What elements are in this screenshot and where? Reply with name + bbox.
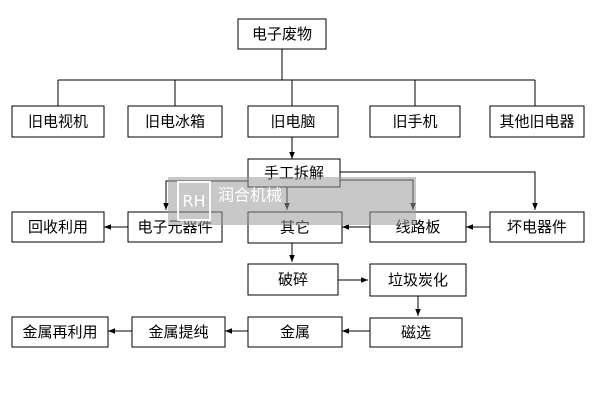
node-metal-purify: 金属提纯 [131, 316, 226, 348]
svg-text:磁选: 磁选 [401, 324, 431, 342]
node-bad-parts: 坏电器件 [489, 211, 585, 243]
node-other-appliances: 其他旧电器 [489, 105, 585, 138]
svg-text:旧手机: 旧手机 [392, 113, 437, 131]
svg-text:回收利用: 回收利用 [28, 218, 88, 236]
node-old-phone: 旧手机 [369, 105, 461, 138]
node-e-waste: 电子废物 [237, 18, 327, 50]
node-crush: 破碎 [247, 263, 339, 296]
node-metal: 金属 [247, 316, 343, 348]
svg-text:垃圾炭化: 垃圾炭化 [388, 271, 448, 289]
node-old-pc: 旧电脑 [247, 105, 339, 138]
svg-text:其他旧电器: 其他旧电器 [499, 113, 574, 131]
svg-text:RH: RH [182, 192, 205, 211]
svg-text:金属: 金属 [280, 323, 310, 341]
svg-text:润合机械: 润合机械 [218, 186, 282, 205]
svg-text:金属提纯: 金属提纯 [148, 323, 208, 341]
svg-text:旧电脑: 旧电脑 [270, 113, 315, 131]
node-carbonize: 垃圾炭化 [369, 263, 467, 297]
node-magnetic-separation: 磁选 [369, 317, 463, 348]
svg-text:旧电视机: 旧电视机 [28, 113, 88, 131]
node-old-tv: 旧电视机 [11, 105, 105, 138]
node-recycle: 回收利用 [11, 211, 105, 243]
svg-text:电子废物: 电子废物 [252, 25, 312, 43]
svg-text:破碎: 破碎 [278, 271, 308, 289]
watermark-logo: RH 润合机械 [168, 177, 416, 225]
svg-text:旧电冰箱: 旧电冰箱 [145, 113, 205, 131]
node-metal-reuse: 金属再利用 [11, 316, 109, 348]
node-old-fridge: 旧电冰箱 [127, 105, 223, 138]
svg-text:坏电器件: 坏电器件 [507, 218, 567, 236]
svg-text:金属再利用: 金属再利用 [22, 323, 97, 341]
